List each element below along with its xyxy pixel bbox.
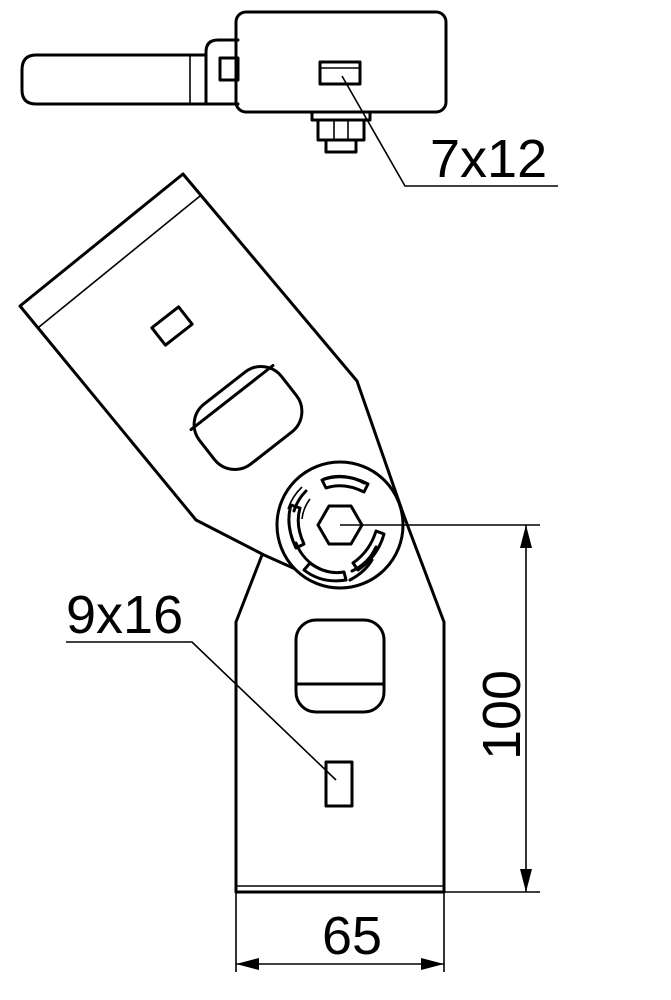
dimension-width: 65: [235, 892, 445, 972]
label-7x12: 7x12: [430, 129, 547, 189]
top-strap: [20, 53, 208, 106]
lower-slot-9x16: [324, 760, 354, 808]
lower-plate: [234, 514, 446, 894]
top-view: 7x12: [20, 10, 558, 189]
label-100: 100: [472, 670, 532, 760]
lower-plate-window: [294, 618, 386, 714]
leader-9x16: [66, 641, 337, 781]
hex-bolt-head: [316, 504, 364, 546]
bolt-nut: [316, 118, 366, 142]
front-view: 100 65 9x16: [18, 172, 540, 972]
label-65: 65: [322, 906, 382, 966]
upper-arm-window: [189, 363, 304, 471]
top-hinge: [204, 38, 240, 106]
leader-7x12: [341, 75, 558, 187]
top-slot-7x12: [318, 60, 362, 86]
label-9x16: 9x16: [66, 585, 183, 645]
dimension-height: 100: [340, 524, 540, 893]
upper-arm-slot: [150, 305, 194, 347]
